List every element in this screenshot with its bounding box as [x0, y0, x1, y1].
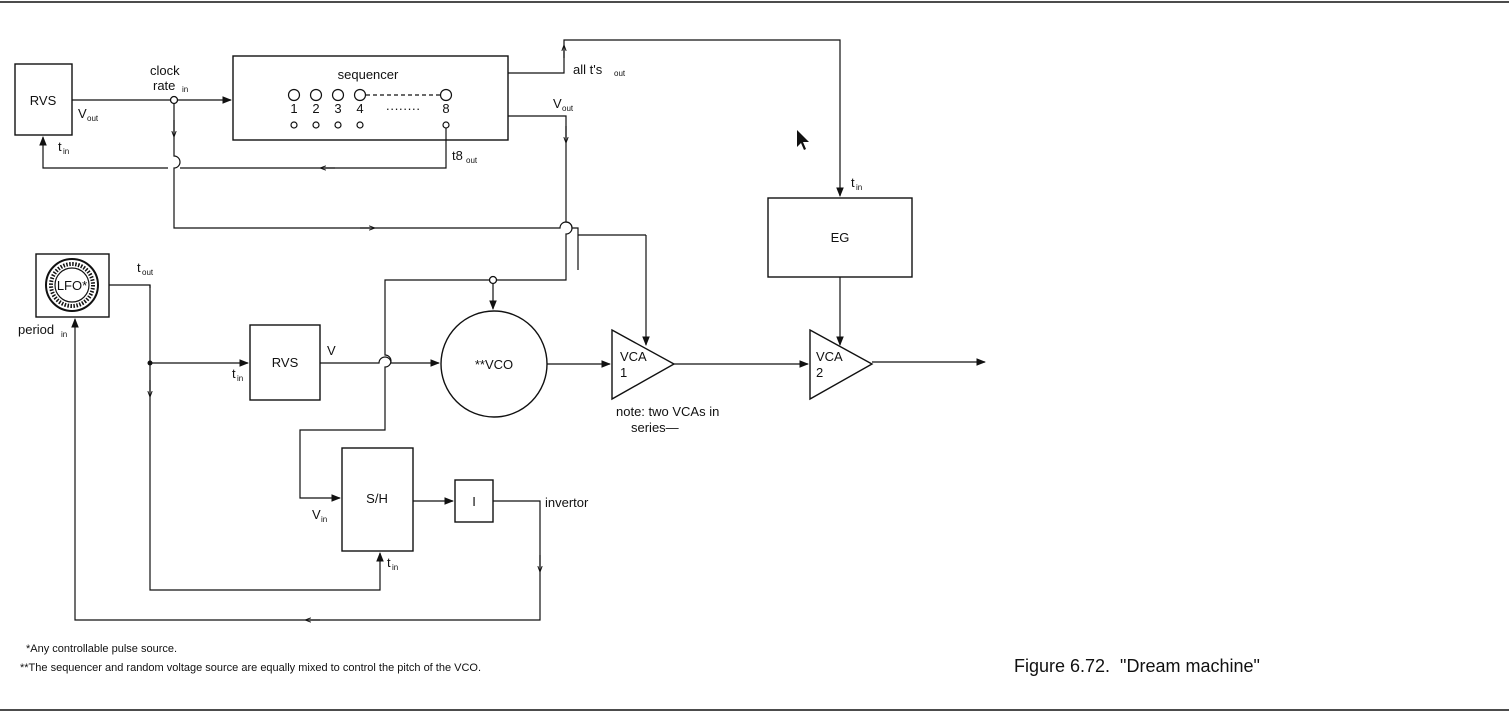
label-tin-rvs-mid: t: [232, 366, 236, 381]
vca2-label: VCA: [816, 349, 843, 364]
label-tin-sh: t: [387, 555, 391, 570]
inverter-block: I: [454, 479, 494, 523]
label-tin-eg-sub: in: [856, 183, 862, 192]
label-vout-seq-sub: out: [562, 104, 574, 113]
lfo-block: LFO*: [35, 253, 110, 318]
vco-block: **VCO: [440, 310, 548, 418]
label-rate: rate: [153, 78, 175, 93]
vco-label: **VCO: [475, 357, 513, 372]
wire-allts-to-eg: [508, 39, 844, 197]
label-vout-seq: V: [553, 96, 562, 111]
sequencer-block: sequencer 1 2 3 4 ········ 8: [232, 55, 509, 141]
figure-caption: Figure 6.72. "Dream machine": [1014, 656, 1260, 676]
cursor-icon: [797, 130, 809, 150]
label-invertor: invertor: [545, 495, 589, 510]
clock-junction: [169, 95, 179, 105]
rvs-top-block: RVS: [14, 63, 73, 136]
label-period-sub: in: [61, 330, 67, 339]
footnote-1: *Any controllable pulse source.: [26, 643, 177, 655]
inverter-label: I: [472, 494, 476, 509]
label-period: period: [18, 322, 54, 337]
step-1: 1: [290, 101, 297, 116]
rvs-mid-label: RVS: [272, 355, 299, 370]
sh-label: S/H: [366, 491, 388, 506]
label-tin-sh-sub: in: [392, 563, 398, 572]
wire-lfo-tout: [109, 284, 151, 288]
label-note-1: note: two VCAs in: [616, 404, 719, 419]
vco-mix-junction: [488, 275, 498, 285]
vca1-block: VCA 1: [611, 328, 676, 401]
label-all-ts-sub: out: [614, 69, 626, 78]
eg-block: EG: [767, 197, 913, 278]
wire-inv-to-lfo: [71, 318, 541, 621]
sample-hold-block: S/H: [341, 447, 414, 552]
label-v-rvs-mid: V: [327, 343, 336, 358]
label-vout-rvs-sub: out: [87, 114, 99, 123]
label-clock: clock: [150, 63, 180, 78]
label-vin-sh: V: [312, 507, 321, 522]
vca2-block: VCA 2: [809, 328, 874, 401]
rvs-top-label: RVS: [30, 93, 57, 108]
sequencer-label: sequencer: [338, 67, 399, 82]
label-tout-lfo: t: [137, 260, 141, 275]
vca2-number: 2: [816, 365, 823, 380]
step-2: 2: [312, 101, 319, 116]
label-t8-sub: out: [466, 156, 478, 165]
wire-rvs-to-vco: [320, 356, 440, 367]
label-t8: t8: [452, 148, 463, 163]
label-tin-rvs-sub: in: [63, 147, 69, 156]
step-4: 4: [356, 101, 363, 116]
footnote-2: **The sequencer and random voltage sourc…: [20, 662, 481, 674]
wire-seq-vout: [493, 115, 573, 281]
label-tout-lfo-sub: out: [142, 268, 154, 277]
label-tin-rvs-mid-sub: in: [237, 374, 243, 383]
label-all-ts: all t's: [573, 62, 603, 77]
step-3: 3: [334, 101, 341, 116]
label-note-2: series—: [631, 420, 679, 435]
step-dots: ········: [386, 101, 421, 116]
label-tin-rvs: t: [58, 139, 62, 154]
label-rate-sub: in: [182, 85, 188, 94]
label-vout-rvs: V: [78, 106, 87, 121]
vca1-label: VCA: [620, 349, 647, 364]
vca1-number: 1: [620, 365, 627, 380]
wire-t8-to-rvs: [43, 128, 447, 169]
rvs-mid-block: RVS: [249, 324, 321, 401]
sequencer-step-knobs: [287, 88, 453, 129]
lfo-label: LFO*: [57, 278, 87, 293]
eg-label: EG: [831, 230, 850, 245]
step-8: 8: [442, 101, 449, 116]
label-vin-sh-sub: in: [321, 515, 327, 524]
label-tin-eg: t: [851, 175, 855, 190]
